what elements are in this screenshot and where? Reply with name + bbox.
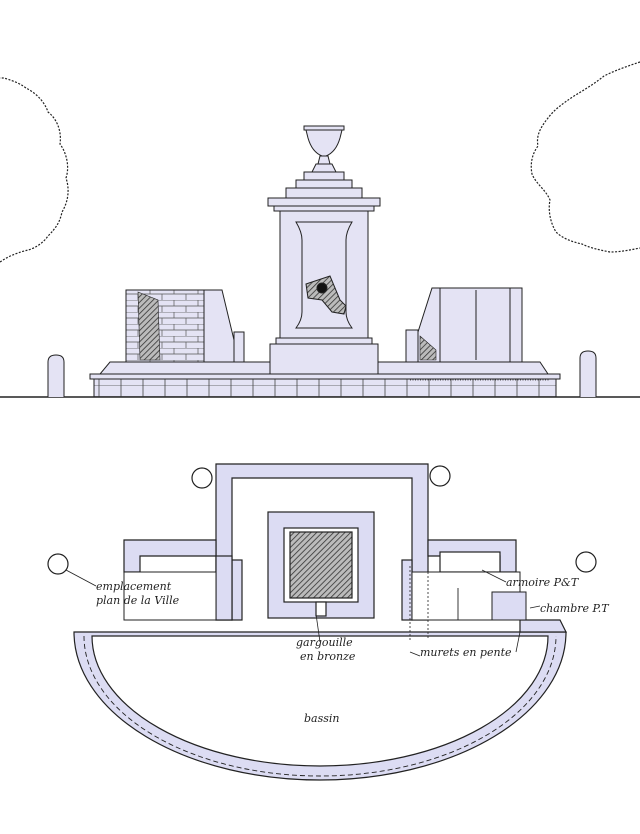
urn — [303, 125, 345, 173]
plan-view: emplacement plan de la Ville armoire P&T… — [47, 463, 610, 781]
tree-right — [530, 61, 640, 253]
bollard-left — [47, 354, 65, 397]
bollard-plan-1 — [191, 467, 213, 489]
pedestal-plan-core — [289, 531, 353, 599]
chambre-pt-box — [491, 591, 527, 621]
elevation-view — [0, 61, 640, 398]
right-wall — [439, 287, 511, 363]
gargoyle-spout-plan — [315, 601, 327, 617]
left-wing — [123, 539, 217, 573]
label-armoire: armoire P&T — [506, 576, 580, 589]
gargoyle-spout — [305, 275, 347, 315]
left-wall — [125, 289, 205, 363]
bollard-plan-3 — [47, 553, 69, 575]
tree-left — [0, 77, 69, 263]
label-gargouille: gargouille — [296, 636, 353, 649]
label-plan-ville: plan de la Ville — [96, 594, 180, 607]
label-murets: murets en pente — [420, 646, 512, 659]
label-en-bronze: en bronze — [300, 650, 356, 663]
label-chambre: chambre P.T — [540, 602, 610, 615]
label-bassin: bassin — [304, 712, 340, 725]
label-emplacement: emplacement — [96, 580, 172, 593]
bollard-right — [579, 350, 597, 397]
pedestal-shaft — [279, 209, 369, 339]
bollard-plan-2 — [429, 465, 451, 487]
pedestal-base — [269, 343, 379, 375]
bollard-plan-4 — [575, 551, 597, 573]
